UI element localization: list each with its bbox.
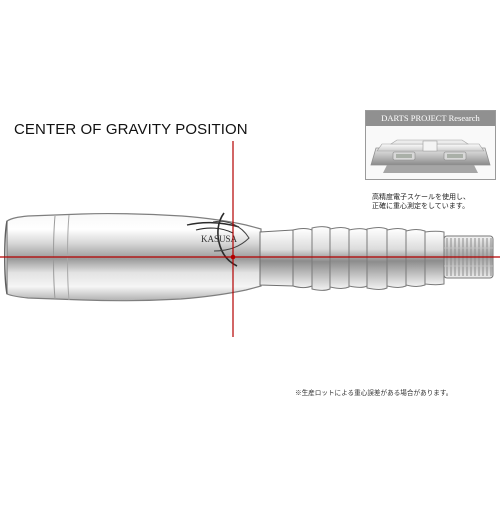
barrel-logo: KASUSA bbox=[186, 212, 250, 267]
research-inset-title: DARTS PROJECT Research bbox=[366, 111, 495, 126]
center-of-gravity-heading: CENTER OF GRAVITY POSITION bbox=[14, 121, 248, 138]
logo-text: KASUSA bbox=[201, 234, 238, 244]
manufacturing-note: ※生産ロットによる重心誤差がある場合があります。 bbox=[295, 390, 453, 397]
digital-scale-image bbox=[366, 126, 495, 179]
grip-rings bbox=[259, 226, 445, 291]
research-caption-line-1: 高精度電子スケールを使用し、 bbox=[372, 194, 470, 201]
gravity-marker bbox=[0, 141, 500, 337]
research-inset: DARTS PROJECT Research bbox=[365, 110, 496, 180]
research-caption-line-2: 正確に重心測定をしています。 bbox=[372, 203, 470, 210]
research-caption: 高精度電子スケールを使用し、 正確に重心測定をしています。 bbox=[372, 193, 497, 211]
